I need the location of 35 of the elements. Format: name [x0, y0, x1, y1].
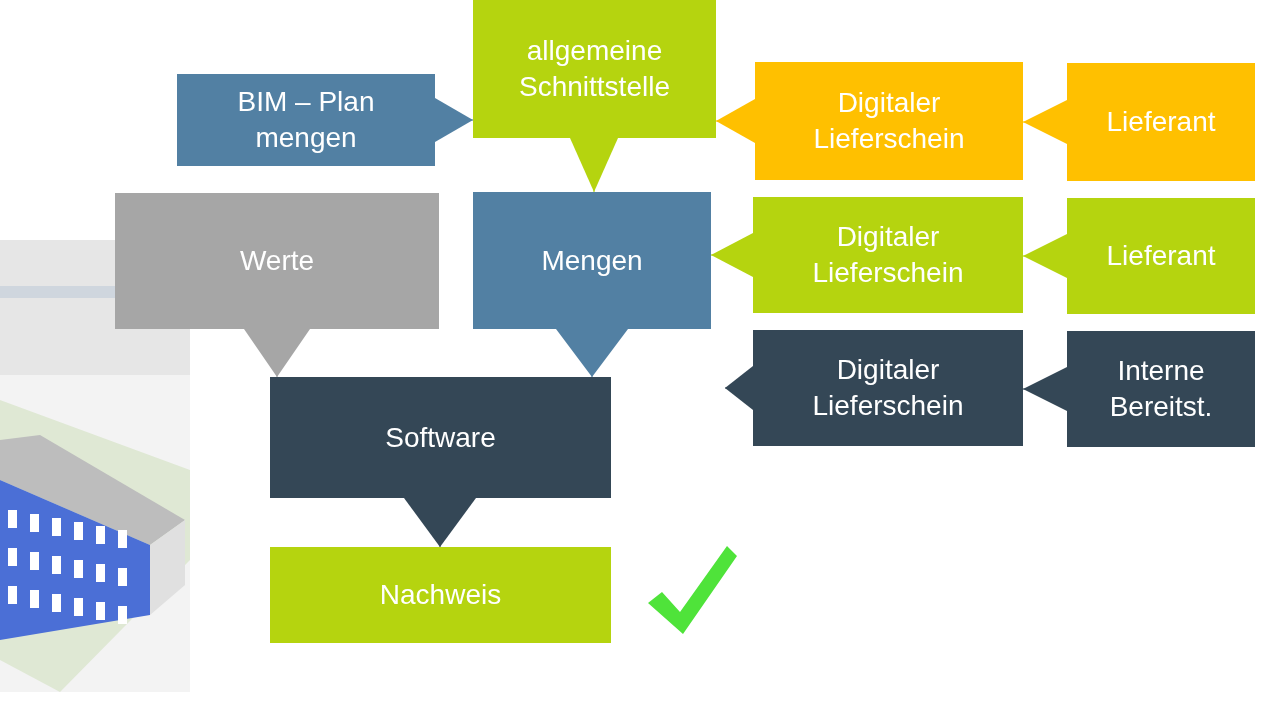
- box-label: Lieferant: [1106, 105, 1216, 140]
- pointer-arrow: [1022, 234, 1068, 278]
- pointer-arrow: [710, 233, 754, 277]
- pointer-arrow: [1022, 100, 1068, 144]
- pointer-arrow: [570, 137, 618, 193]
- box-label: Digitaler Lieferschein: [811, 220, 965, 290]
- callout-box: [115, 193, 439, 329]
- box-label: Werte: [239, 244, 315, 279]
- pointer-arrow: [1022, 367, 1068, 411]
- pointer-arrow: [724, 366, 754, 410]
- box-label: Lieferant: [1106, 239, 1216, 274]
- callout-box: [473, 192, 711, 329]
- pointer-arrow: [434, 98, 474, 142]
- box-label: BIM – Plan mengen: [236, 85, 376, 155]
- box-label: allgemeine Schnittstelle: [518, 34, 671, 104]
- box-label: Digitaler Lieferschein: [812, 86, 966, 156]
- pointer-arrow: [715, 99, 756, 143]
- callout-box: [1067, 198, 1255, 314]
- callout-box: [753, 197, 1023, 313]
- box-label: Interne Bereitst.: [1108, 354, 1214, 424]
- box-label: Digitaler Lieferschein: [811, 353, 965, 423]
- pointer-arrow: [556, 328, 628, 378]
- callout-box: [1067, 331, 1255, 447]
- callout-box: [177, 74, 435, 166]
- box-label: Mengen: [541, 243, 643, 278]
- callout-box: [755, 62, 1023, 180]
- box-label: Software: [385, 420, 496, 455]
- callout-box: [270, 547, 611, 643]
- callout-box: [753, 330, 1023, 446]
- callout-box: [270, 377, 611, 498]
- callout-box: [1067, 63, 1255, 181]
- box-label: Nachweis: [379, 578, 502, 613]
- pointer-arrow: [244, 328, 310, 378]
- pointer-arrow: [404, 497, 476, 548]
- callout-box: [473, 0, 716, 138]
